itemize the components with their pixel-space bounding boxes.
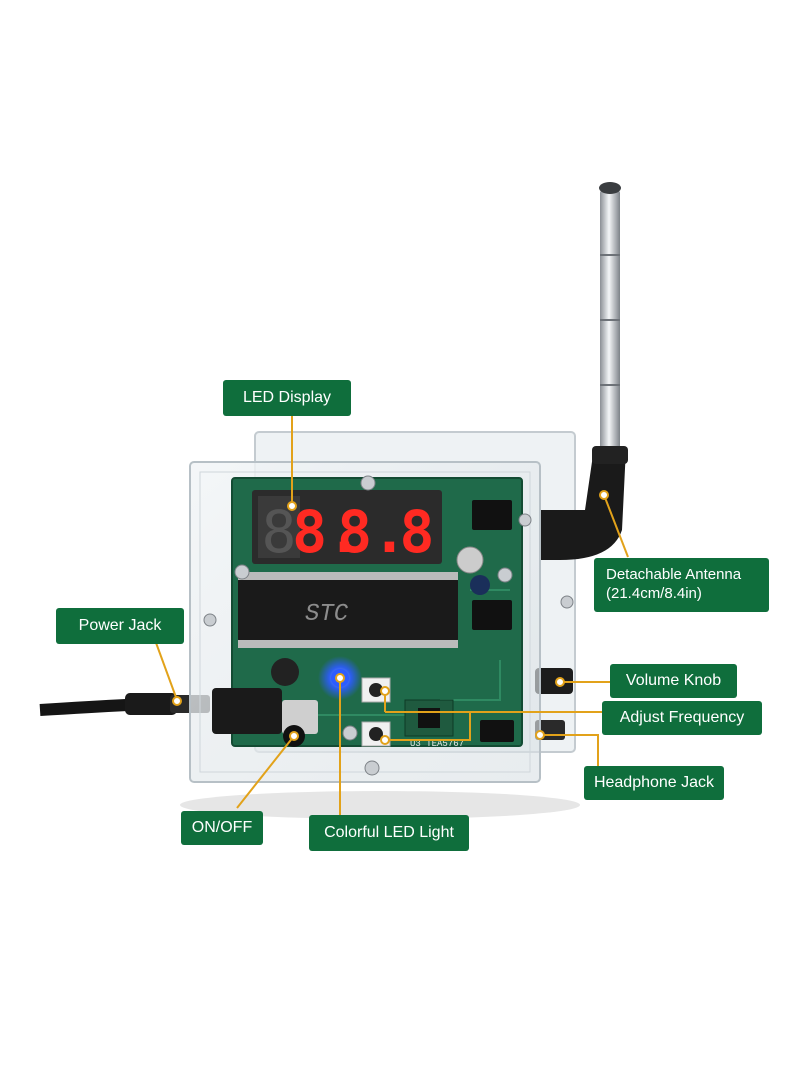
- svg-text:8.: 8.: [292, 498, 362, 566]
- leader-lines: [154, 415, 629, 815]
- leader-led-display-dot: [287, 501, 297, 511]
- svg-text:8.: 8.: [337, 498, 407, 566]
- label-volume-knob: Volume Knob: [610, 664, 737, 698]
- capacitor: [271, 546, 490, 686]
- chip-label: STC: [305, 601, 349, 628]
- label-on-off: ON/OFF: [181, 811, 263, 845]
- leader-headphone: [540, 734, 599, 768]
- power-cable: [39, 693, 210, 716]
- label-power-jack: Power Jack: [56, 608, 184, 644]
- leader-antenna: [603, 494, 629, 558]
- svg-text:8: 8: [400, 498, 435, 566]
- label-colorful-led-light: Colorful LED Light: [309, 815, 469, 851]
- pin-headers: [472, 500, 514, 742]
- stc-chip: STC: [238, 572, 458, 648]
- ic-label: U3 TEA5767: [410, 739, 464, 749]
- label-led-display: LED Display: [223, 380, 351, 416]
- leader-power-jack: [154, 639, 178, 701]
- leader-onoff: [236, 735, 295, 809]
- led-display: 8 8. 8. 8: [252, 490, 442, 566]
- label-detachable-antenna: Detachable Antenna (21.4cm/8.4in): [594, 558, 769, 612]
- antenna: [540, 182, 628, 560]
- box-shadow: [180, 791, 580, 819]
- screws: [203, 475, 574, 776]
- label-adjust-frequency: Adjust Frequency: [602, 701, 762, 735]
- label-headphone-jack: Headphone Jack: [584, 766, 724, 800]
